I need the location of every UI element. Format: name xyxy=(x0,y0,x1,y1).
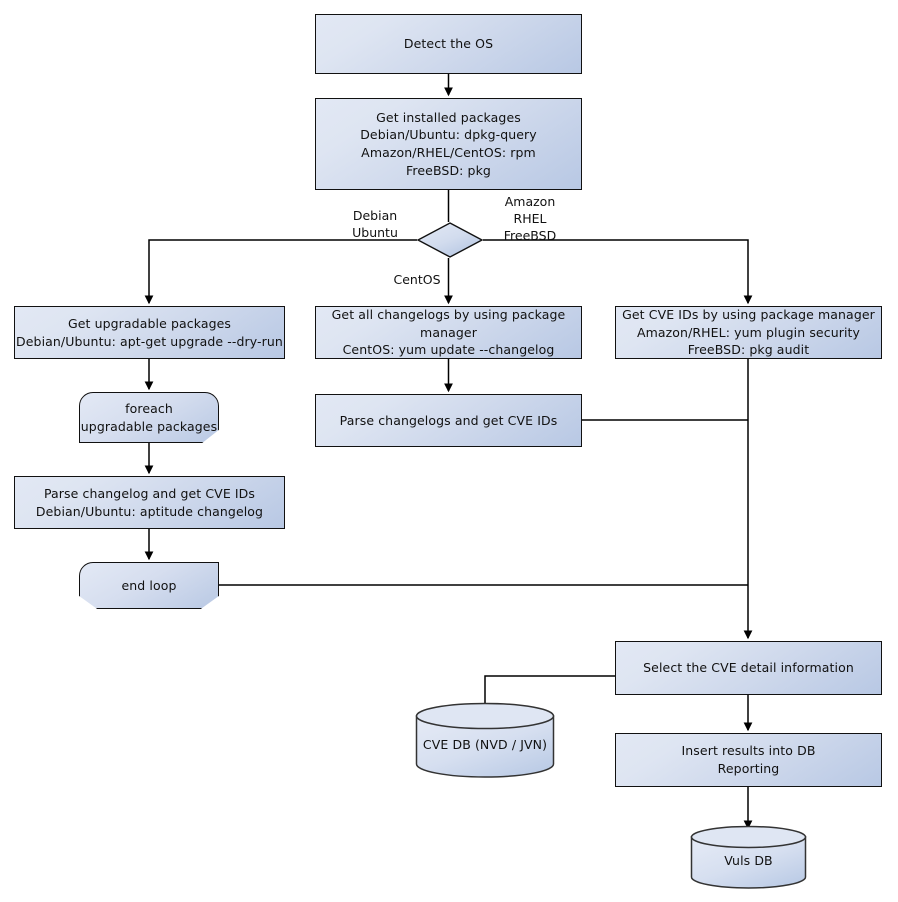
node-label: Get installed packages Debian/Ubuntu: dp… xyxy=(360,109,537,178)
node-label: CVE DB (NVD / JVN) xyxy=(422,737,548,753)
edge-label-amazon-rhel-freebsd: Amazon RHEL FreeBSD xyxy=(503,194,557,243)
node-os-decision[interactable] xyxy=(417,222,483,258)
node-label: end loop xyxy=(121,577,177,593)
node-cve-db[interactable]: CVE DB (NVD / JVN) xyxy=(415,702,555,778)
node-label: Get all changelogs by using package mana… xyxy=(331,306,566,358)
node-label: Get CVE IDs by using package manager Ama… xyxy=(622,306,875,358)
node-label: Vuls DB xyxy=(724,853,773,869)
node-end-loop[interactable]: end loop xyxy=(79,562,219,609)
node-get-installed-packages[interactable]: Get installed packages Debian/Ubuntu: dp… xyxy=(315,98,582,190)
node-detect-os[interactable]: Detect the OS xyxy=(315,14,582,74)
node-foreach-upgradable[interactable]: foreach upgradable packages xyxy=(79,392,219,443)
node-label: Select the CVE detail information xyxy=(643,660,854,676)
edge-decision-to-cveids xyxy=(483,239,753,305)
node-get-all-changelogs[interactable]: Get all changelogs by using package mana… xyxy=(315,306,582,359)
node-label: Parse changelogs and get CVE IDs xyxy=(339,412,558,428)
node-parse-changelogs-centos[interactable]: Parse changelogs and get CVE IDs xyxy=(315,394,582,447)
edge-decision-to-upgradable xyxy=(144,239,417,305)
edge-label-debian-ubuntu: Debian Ubuntu xyxy=(352,208,398,240)
node-label: Detect the OS xyxy=(403,36,494,52)
node-parse-changelog-debian[interactable]: Parse changelog and get CVE IDs Debian/U… xyxy=(14,476,285,529)
decision-diamond-shape xyxy=(417,222,483,258)
database-cylinder-icon xyxy=(415,702,555,778)
node-vuls-db[interactable]: Vuls DB xyxy=(690,825,807,889)
node-insert-results[interactable]: Insert results into DB Reporting xyxy=(615,733,882,787)
node-label: Insert results into DB Reporting xyxy=(681,743,816,776)
node-label: foreach upgradable packages xyxy=(80,400,218,434)
edge-cvedb-to-selectcve xyxy=(484,675,615,705)
database-cylinder-icon xyxy=(690,825,807,889)
node-get-cve-ids-pkg-manager[interactable]: Get CVE IDs by using package manager Ama… xyxy=(615,306,882,359)
node-label: Get upgradable packages Debian/Ubuntu: a… xyxy=(16,315,283,349)
node-get-upgradable-packages[interactable]: Get upgradable packages Debian/Ubuntu: a… xyxy=(14,306,285,359)
node-label: Parse changelog and get CVE IDs Debian/U… xyxy=(35,485,264,519)
edge-label-centos: CentOS xyxy=(393,272,441,287)
node-select-cve-detail[interactable]: Select the CVE detail information xyxy=(615,641,882,695)
